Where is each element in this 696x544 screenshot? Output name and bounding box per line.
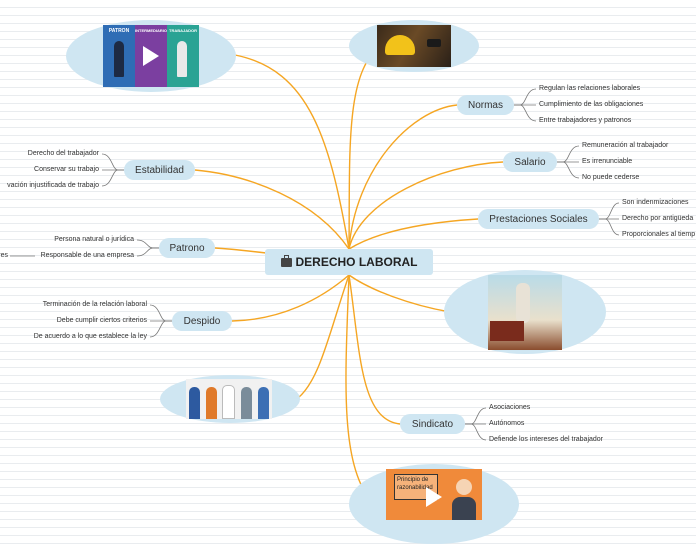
play-icon[interactable]: [143, 46, 159, 66]
root-node[interactable]: DERECHO LABORAL: [265, 249, 433, 275]
node-normas[interactable]: Normas: [457, 95, 514, 115]
node-prestaciones-sociales[interactable]: Prestaciones Sociales: [478, 209, 599, 229]
helmet-icon: [385, 35, 415, 55]
normas-item[interactable]: Regulan las relaciones laborales: [539, 85, 641, 92]
person-icon: [456, 479, 472, 495]
statue-icon: [516, 283, 530, 323]
node-estabilidad-label: Estabilidad: [135, 164, 184, 176]
workers-image: [186, 379, 272, 419]
node-despido-label: Despido: [183, 315, 221, 327]
estabilidad-item[interactable]: Derecho del trabajador: [27, 150, 99, 157]
role-label-intermediario: INTERMEDIARIO: [135, 28, 167, 33]
roles-video-thumbnail[interactable]: PATRON INTERMEDIARIO TRABAJADOR: [103, 25, 199, 87]
gavel-helmet-image: [377, 25, 451, 67]
sindicato-item[interactable]: Autónomos: [489, 420, 525, 427]
node-salario-label: Salario: [514, 156, 546, 168]
role-label-trabajador: TRABAJADOR: [169, 28, 197, 33]
books-icon: [490, 321, 524, 341]
node-prestaciones-label: Prestaciones Sociales: [489, 213, 588, 225]
justice-statue-image: [488, 275, 562, 350]
root-title: DERECHO LABORAL: [295, 255, 418, 269]
normas-item[interactable]: Cumplimiento de las obligaciones: [539, 101, 644, 108]
node-normas-label: Normas: [467, 99, 503, 111]
salario-item[interactable]: No puede cederse: [582, 174, 640, 181]
prestaciones-item[interactable]: Proporcionales al tiemp: [622, 231, 696, 238]
patrono-subitem[interactable]: res: [0, 252, 8, 259]
play-icon-bottom[interactable]: [426, 487, 442, 507]
node-despido[interactable]: Despido: [172, 311, 232, 331]
prestaciones-item[interactable]: Derecho por antigüeda: [622, 215, 694, 222]
salario-item[interactable]: Es irrenunciable: [582, 158, 633, 165]
normas-item[interactable]: Entre trabajadores y patronos: [539, 117, 632, 124]
node-patrono-label: Patrono: [169, 242, 205, 254]
patrono-item[interactable]: Responsable de una empresa: [40, 252, 134, 259]
razonabilidad-caption: Principio de razonabilidad: [397, 477, 433, 491]
role-label-patron: PATRON: [108, 28, 130, 34]
despido-item[interactable]: Debe cumplir ciertos criterios: [56, 317, 147, 324]
node-estabilidad[interactable]: Estabilidad: [124, 160, 195, 180]
salario-item[interactable]: Remuneración al trabajador: [582, 142, 669, 149]
patrono-item[interactable]: Persona natural o jurídica: [54, 236, 134, 243]
despido-item[interactable]: Terminación de la relación laboral: [42, 301, 147, 308]
node-patrono[interactable]: Patrono: [159, 238, 215, 258]
estabilidad-item[interactable]: Conservar su trabajo: [34, 166, 99, 173]
razonabilidad-video-thumbnail[interactable]: Principio de razonabilidad: [386, 469, 482, 520]
connector-lines: [10, 44, 620, 501]
sindicato-item[interactable]: Defiende los intereses del trabajador: [489, 436, 604, 443]
prestaciones-item[interactable]: Son indenmizaciones: [622, 199, 689, 206]
sindicato-item[interactable]: Asociaciones: [489, 404, 531, 411]
estabilidad-item[interactable]: vación injustificada de trabajo: [7, 182, 99, 189]
node-salario[interactable]: Salario: [503, 152, 557, 172]
gavel-icon: [427, 39, 441, 47]
despido-item[interactable]: De acuerdo a lo que establece la ley: [33, 333, 147, 340]
node-sindicato-label: Sindicato: [411, 418, 454, 430]
briefcase-icon: [280, 254, 292, 267]
node-sindicato[interactable]: Sindicato: [400, 414, 465, 434]
